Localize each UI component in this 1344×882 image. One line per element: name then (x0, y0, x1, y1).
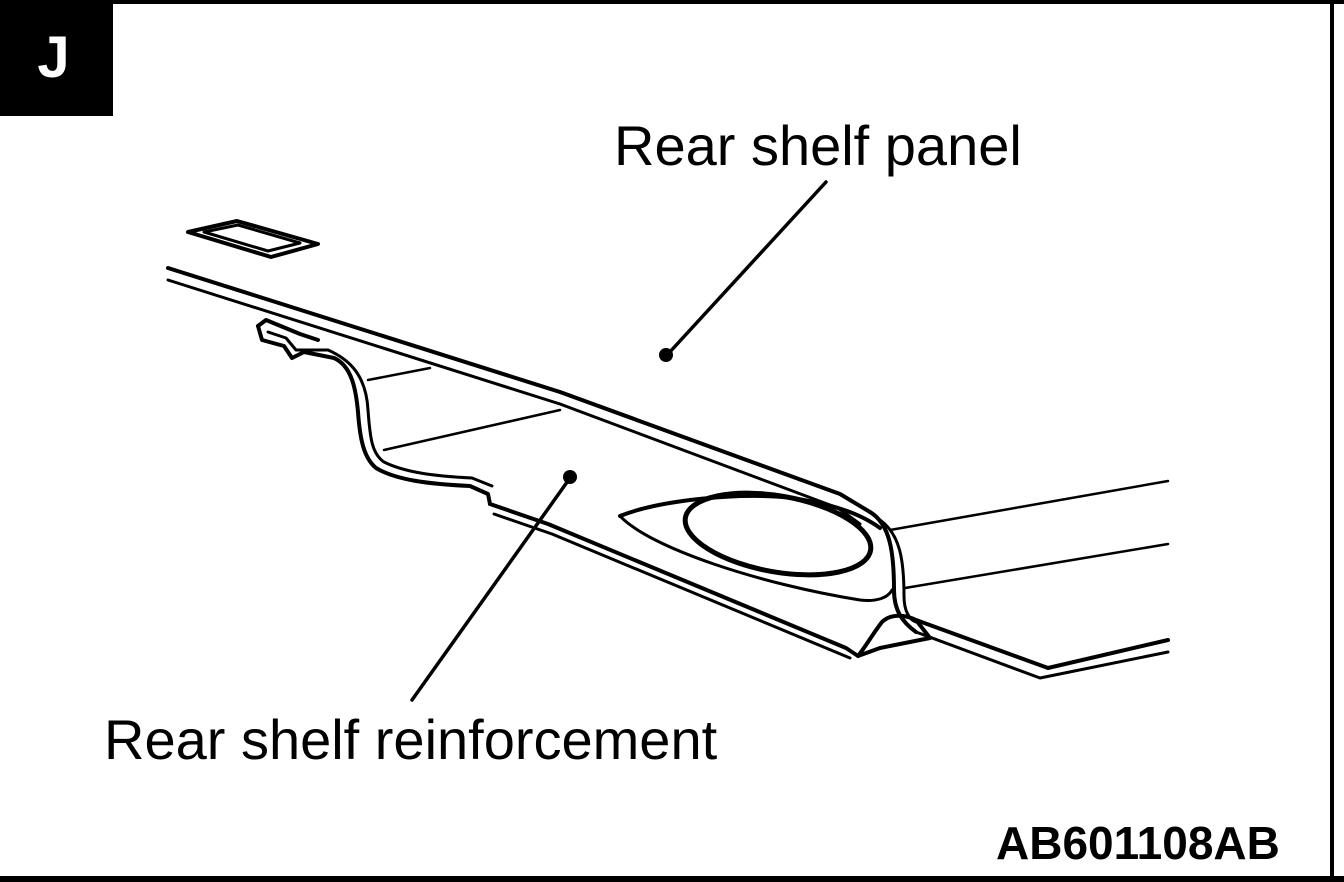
shelf-slot (186, 219, 320, 259)
panel-leader-dot (659, 348, 673, 362)
figure-code: AB601108AB (996, 817, 1280, 869)
frame-bottom-border (0, 876, 1344, 882)
label-rear-shelf-panel: Rear shelf panel (614, 114, 1022, 177)
reinforcement-leader-dot (563, 470, 577, 484)
frame-right-border (1330, 0, 1334, 880)
rear-shelf-reinforcement-shape (256, 318, 932, 660)
section-badge: J (0, 0, 113, 116)
reinforcement-leader-line (410, 476, 572, 702)
panel-leader-line (666, 180, 828, 356)
section-letter: J (37, 25, 70, 90)
rear-shelf-panel-shape (166, 266, 1170, 680)
frame-top-border (0, 0, 1344, 4)
label-rear-shelf-reinforcement: Rear shelf reinforcement (104, 708, 718, 771)
